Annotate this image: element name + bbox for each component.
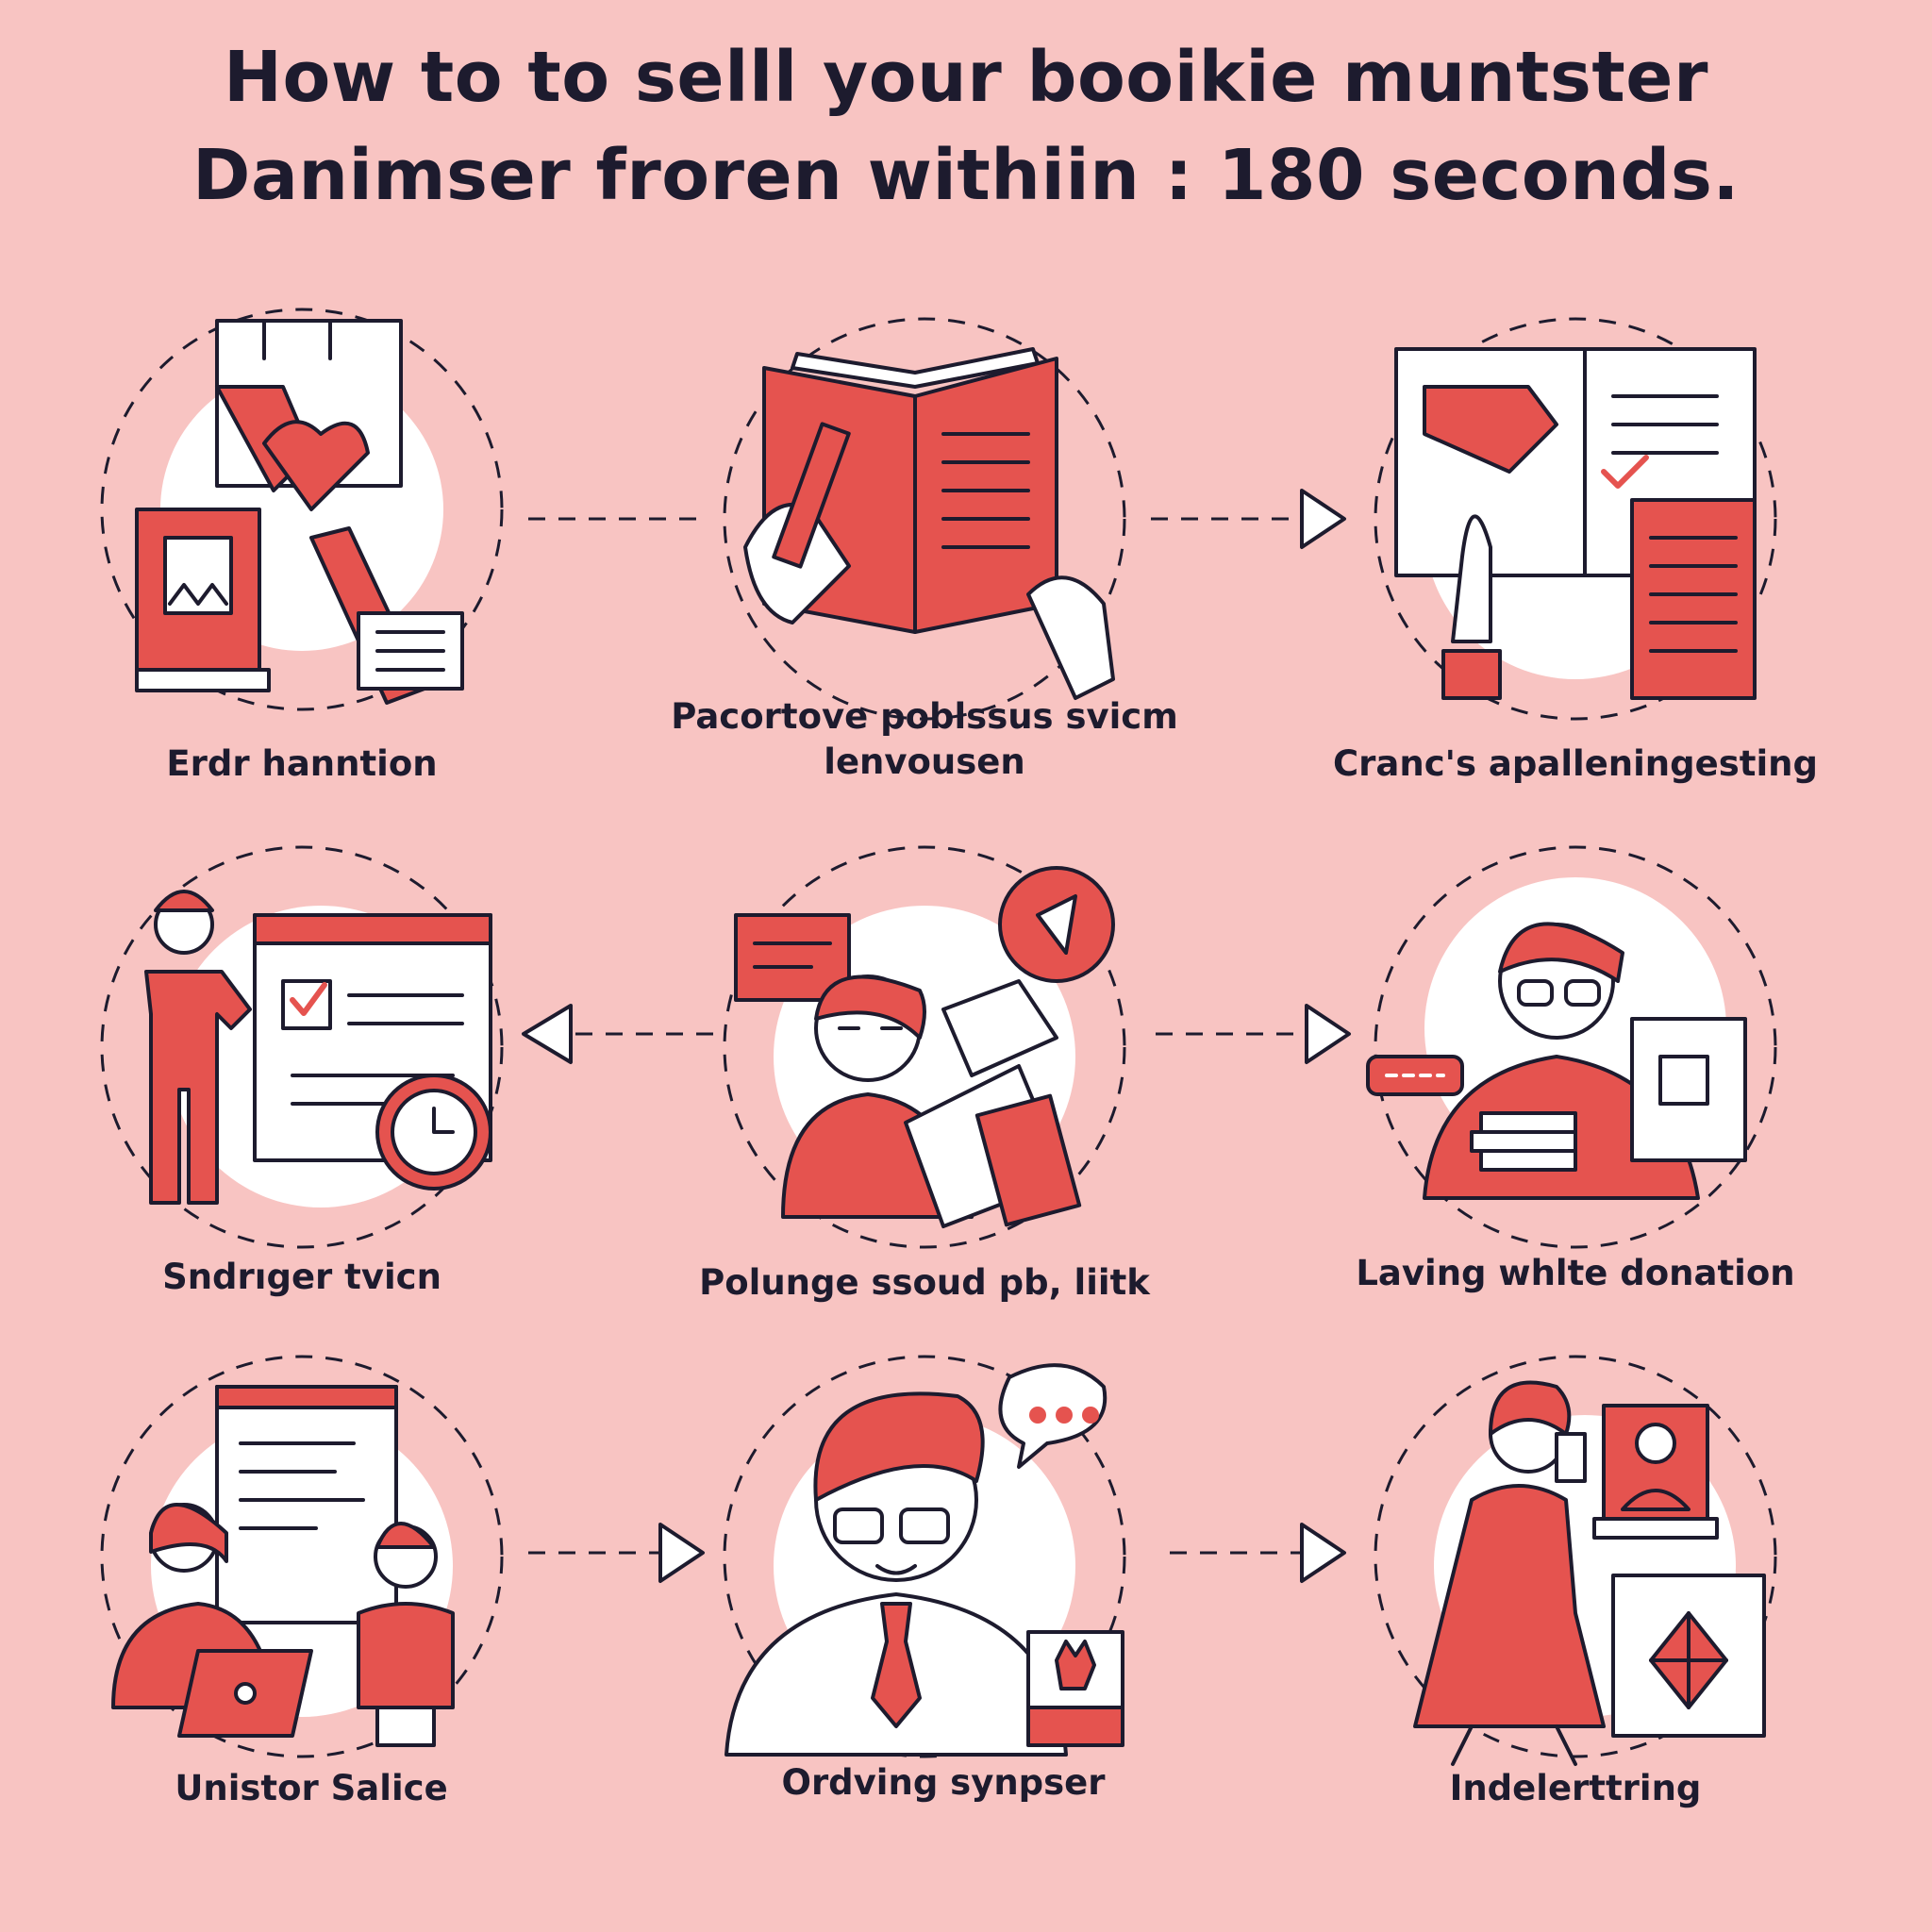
document-checklist-icon xyxy=(1374,317,1777,721)
arrow-right-4 xyxy=(528,1523,705,1583)
open-book-with-pen-icon xyxy=(723,317,1126,721)
step-label-8: Ordving synpser xyxy=(781,1762,1106,1803)
arrow-left-1 xyxy=(522,1004,726,1064)
title-line-1: How to to selll your booikie muntster xyxy=(224,37,1708,118)
step-label-2: Pacortove poblssus svicm lenvousen xyxy=(671,696,1178,782)
arrow-right-2 xyxy=(1151,489,1346,549)
two-people-with-laptop-icon xyxy=(100,1355,504,1758)
step-label-6: Laving whlte donation xyxy=(1356,1253,1795,1293)
arrow-right-1 xyxy=(528,517,708,521)
books-and-bag-icon xyxy=(100,308,504,711)
step-label-4: Sndrıger tvicn xyxy=(162,1257,441,1297)
arrow-right-5 xyxy=(1170,1523,1346,1583)
page-title: How to to selll your booikie muntster Da… xyxy=(0,28,1932,225)
woman-with-phone-and-frame-icon xyxy=(1374,1355,1777,1766)
person-with-book-stack-icon xyxy=(1366,845,1777,1249)
step-label-1: Erdr hanntion xyxy=(166,743,438,784)
man-with-speech-bubble-icon xyxy=(723,1355,1126,1758)
step-label-5: Polunge ssoud pb, liitk xyxy=(699,1262,1150,1303)
person-with-checklist-and-clock-icon xyxy=(100,845,504,1249)
step-label-7: Unistor Salice xyxy=(175,1768,448,1808)
person-with-papers-icon xyxy=(723,845,1126,1249)
title-line-2: Danimser froren withiin : 180 seconds. xyxy=(192,135,1740,216)
arrow-right-3 xyxy=(1156,1004,1351,1064)
step-label-9: Indelerttring xyxy=(1449,1768,1702,1808)
step-label-3: Cranc's apalleningesting xyxy=(1333,743,1818,784)
